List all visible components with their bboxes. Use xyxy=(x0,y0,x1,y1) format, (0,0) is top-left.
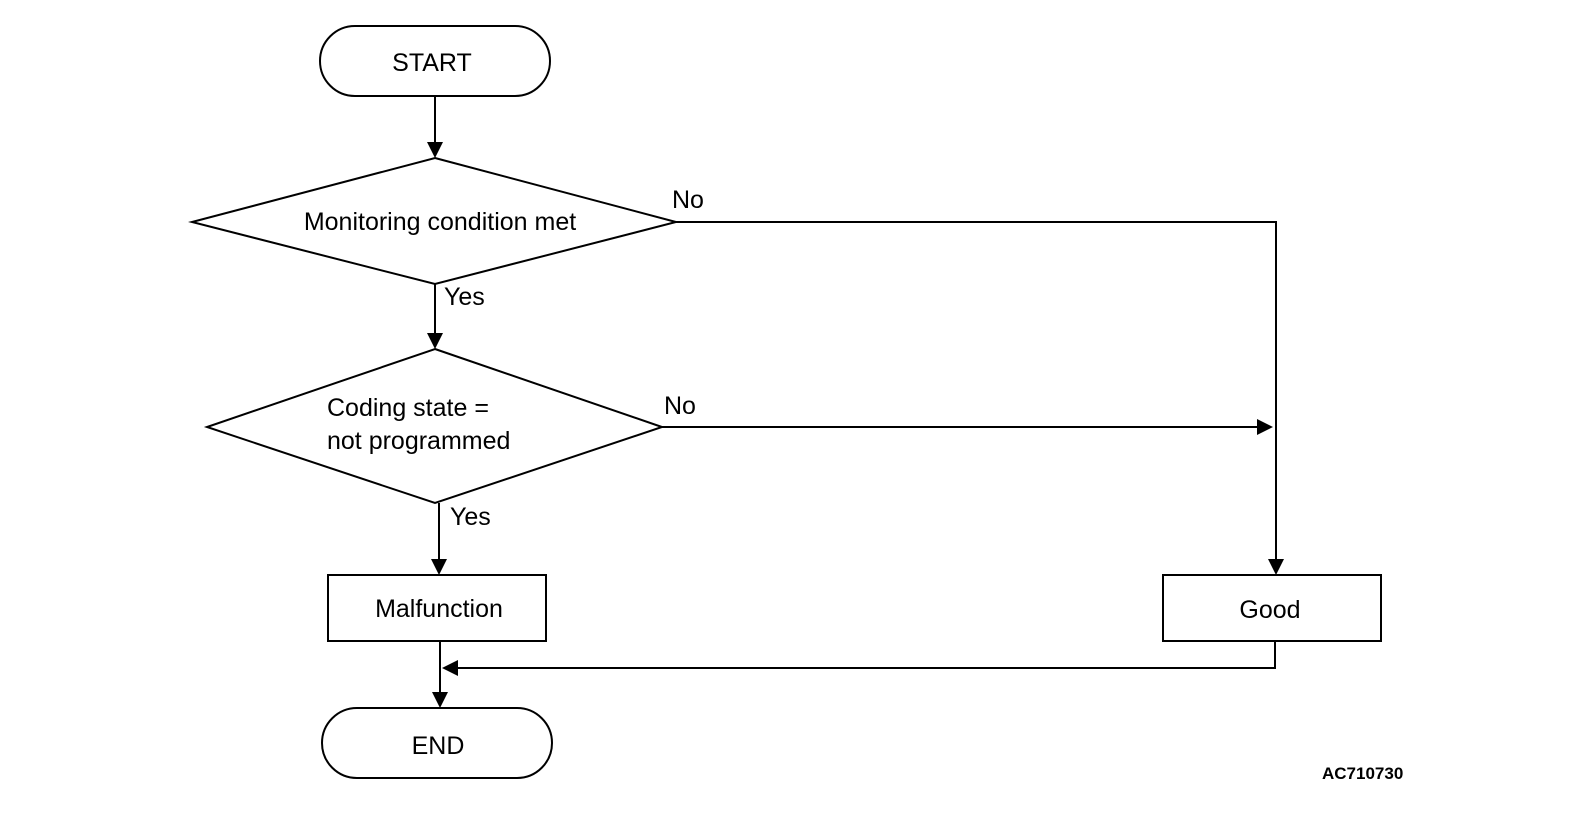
decision-coding-state: Coding state = not programmed xyxy=(203,347,666,505)
arrowhead-coding-no-to-good xyxy=(1257,419,1273,435)
figure-code: AC710730 xyxy=(1322,764,1403,783)
arrowhead-malfunction-to-end xyxy=(432,692,448,708)
start-label: START xyxy=(392,49,472,77)
arrowhead-monitoring-yes-to-coding xyxy=(427,333,443,349)
good-label: Good xyxy=(1239,596,1300,624)
connector-monitoring-no-to-good xyxy=(676,221,1277,560)
coding-no-label: No xyxy=(664,392,696,420)
coding-yes-label: Yes xyxy=(450,503,491,531)
arrowhead-coding-yes-to-malfunction xyxy=(431,559,447,575)
decision-coding-label-line2: not programmed xyxy=(327,427,510,455)
end-terminal-shape xyxy=(321,707,553,779)
malfunction-label: Malfunction xyxy=(375,595,503,623)
arrowhead-good-to-end xyxy=(442,660,458,676)
monitoring-yes-label: Yes xyxy=(444,283,485,311)
start-terminal: START xyxy=(319,25,551,97)
malfunction-box: Malfunction xyxy=(327,574,547,642)
arrowhead-monitoring-no-to-good xyxy=(1268,559,1284,575)
malfunction-box-shape xyxy=(327,574,547,642)
monitoring-no-label: No xyxy=(672,186,704,214)
end-terminal: END xyxy=(321,707,553,779)
good-box-shape xyxy=(1162,574,1382,642)
decision-coding-shape xyxy=(203,347,666,505)
decision-monitoring-condition: Monitoring condition met xyxy=(188,156,680,286)
good-box: Good xyxy=(1162,574,1382,642)
decision-coding-label-line1: Coding state = xyxy=(327,394,489,422)
end-label: END xyxy=(412,732,465,760)
connector-good-to-end xyxy=(458,641,1276,669)
arrowhead-start-to-monitoring xyxy=(427,142,443,158)
decision-monitoring-label: Monitoring condition met xyxy=(304,208,576,236)
